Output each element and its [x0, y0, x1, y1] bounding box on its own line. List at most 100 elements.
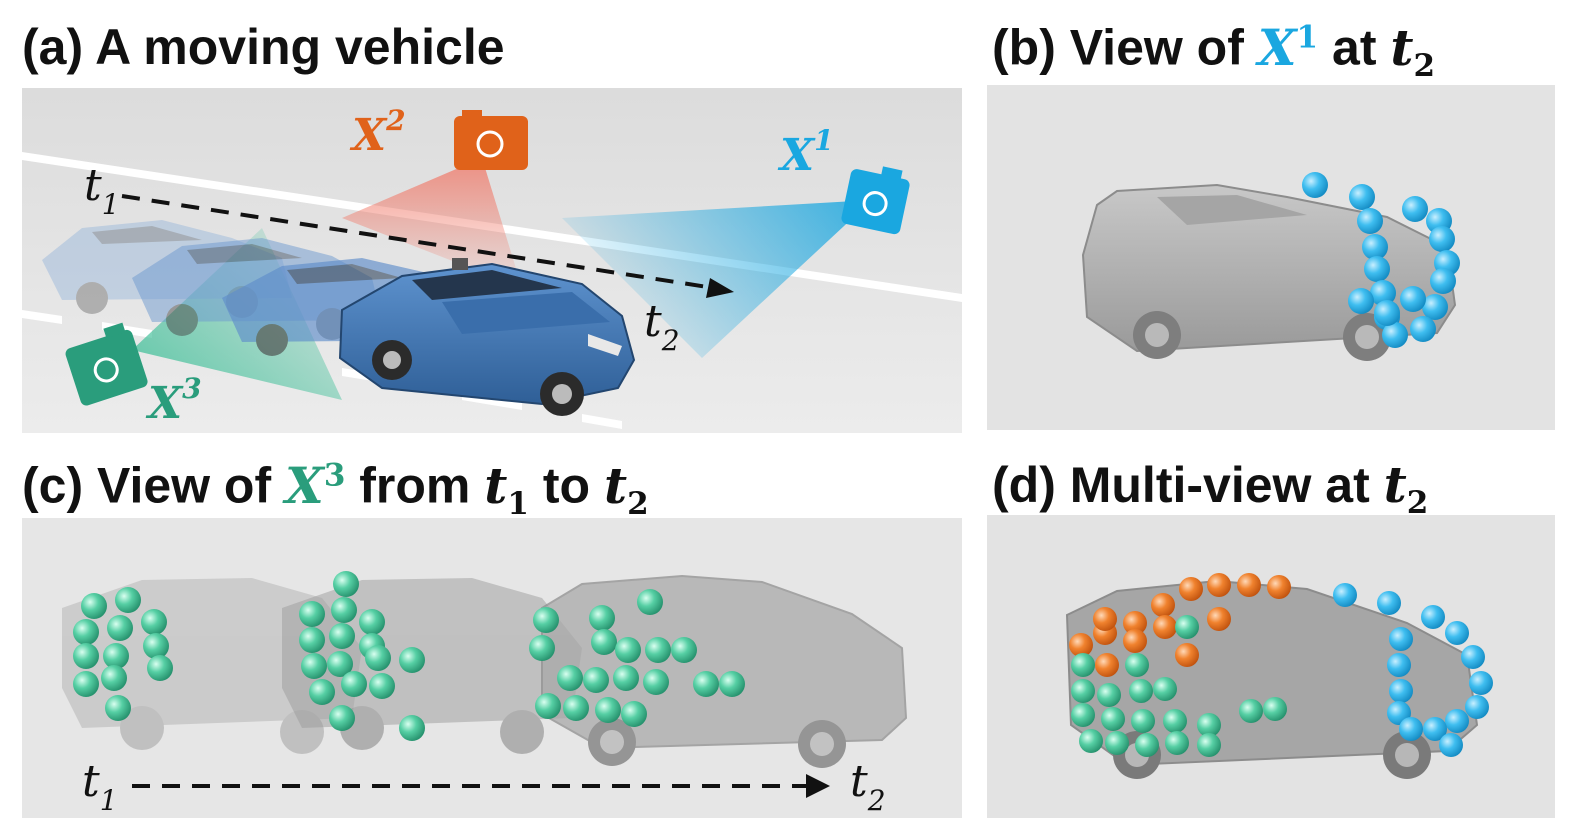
t2-label: t2	[644, 296, 680, 357]
point-sphere	[1445, 709, 1469, 733]
point-sphere	[1131, 709, 1155, 733]
panel-a-title-text: (a) A moving vehicle	[22, 19, 505, 75]
panel-d-time-label: t2	[1383, 455, 1429, 521]
point-sphere	[1374, 300, 1400, 326]
point-sphere	[1362, 234, 1388, 260]
point-sphere	[535, 693, 561, 719]
panel-c-cam-label: X3	[285, 455, 346, 515]
point-sphere	[1175, 643, 1199, 667]
point-sphere	[329, 623, 355, 649]
point-sphere	[1410, 316, 1436, 342]
point-sphere	[591, 629, 617, 655]
point-sphere	[141, 609, 167, 635]
point-sphere	[399, 647, 425, 673]
point-sphere	[1207, 607, 1231, 631]
point-sphere	[671, 637, 697, 663]
point-sphere	[147, 655, 173, 681]
point-sphere	[643, 669, 669, 695]
point-sphere	[1430, 268, 1456, 294]
panel-a-svg: X1 X2 X3 t1 t2	[22, 88, 962, 433]
panel-a-scene: X1 X2 X3 t1 t2	[22, 88, 962, 433]
point-sphere	[115, 587, 141, 613]
cam1-beam	[562, 200, 872, 358]
panel-b-cam-label: X1	[1257, 17, 1319, 77]
panel-d-scene	[987, 515, 1555, 818]
point-sphere	[1389, 627, 1413, 651]
point-sphere	[1071, 703, 1095, 727]
point-sphere	[341, 671, 367, 697]
panel-c-scene: t1 t2	[22, 518, 962, 818]
point-sphere	[1422, 294, 1448, 320]
point-sphere	[1333, 583, 1357, 607]
point-sphere	[1153, 677, 1177, 701]
cam1-points	[1302, 172, 1460, 348]
panel-c-title: (c) View of X3 from t1 to t2	[22, 460, 649, 520]
point-sphere	[1461, 645, 1485, 669]
panel-c-title-to: to	[528, 457, 604, 514]
point-sphere	[333, 571, 359, 597]
point-sphere	[1163, 709, 1187, 733]
trajectory-arrow	[121, 194, 715, 290]
point-sphere	[1207, 573, 1231, 597]
point-sphere	[1382, 322, 1408, 348]
point-sphere	[1423, 717, 1447, 741]
point-sphere	[309, 679, 335, 705]
point-sphere	[693, 671, 719, 697]
panel-d-svg	[987, 515, 1555, 818]
point-sphere	[563, 695, 589, 721]
point-sphere	[1197, 733, 1221, 757]
point-sphere	[1151, 593, 1175, 617]
point-sphere	[719, 671, 745, 697]
point-sphere	[1357, 208, 1383, 234]
panel-b-time-label: t2	[1390, 17, 1436, 84]
cam3-label: X3	[145, 372, 202, 429]
point-sphere	[1445, 621, 1469, 645]
point-sphere	[1370, 280, 1396, 306]
panel-c-tto-label: t2	[603, 455, 649, 522]
trajectory-arrowhead	[706, 278, 734, 298]
point-sphere	[1348, 288, 1374, 314]
panel-b-title: (b) View of X1 at t2	[992, 22, 1435, 82]
time-arrowhead	[806, 774, 830, 798]
panel-b-scene	[987, 85, 1555, 430]
point-sphere	[299, 627, 325, 653]
point-sphere	[1267, 575, 1291, 599]
point-sphere	[1364, 256, 1390, 282]
point-sphere	[1071, 679, 1095, 703]
point-sphere	[621, 701, 647, 727]
point-sphere	[1175, 615, 1199, 639]
point-sphere	[105, 695, 131, 721]
point-sphere	[1399, 717, 1423, 741]
point-sphere	[73, 619, 99, 645]
cam3-points	[73, 571, 745, 741]
point-sphere	[1429, 226, 1455, 252]
point-sphere	[583, 667, 609, 693]
point-sphere	[1071, 653, 1095, 677]
panel-b-title-mid: at	[1318, 19, 1391, 76]
point-sphere	[329, 705, 355, 731]
point-sphere	[399, 715, 425, 741]
multiview-points	[1069, 573, 1493, 757]
point-sphere	[595, 697, 621, 723]
point-sphere	[1402, 196, 1428, 222]
point-sphere	[1237, 573, 1261, 597]
point-sphere	[1465, 695, 1489, 719]
point-sphere	[1400, 286, 1426, 312]
point-sphere	[1421, 605, 1445, 629]
point-sphere	[1469, 671, 1493, 695]
cam2-label: X2	[349, 104, 406, 161]
point-sphere	[613, 665, 639, 691]
point-sphere	[1135, 733, 1159, 757]
roof-sensor	[452, 258, 468, 270]
point-sphere	[1349, 184, 1375, 210]
point-sphere	[1197, 713, 1221, 737]
point-sphere	[1387, 653, 1411, 677]
camera-icon	[841, 166, 910, 235]
point-sphere	[365, 645, 391, 671]
point-sphere	[73, 643, 99, 669]
point-sphere	[1123, 629, 1147, 653]
point-sphere	[533, 607, 559, 633]
panel-c-title-prefix: (c) View of	[22, 457, 286, 514]
point-sphere	[1123, 611, 1147, 635]
t1-label: t1	[84, 160, 120, 221]
